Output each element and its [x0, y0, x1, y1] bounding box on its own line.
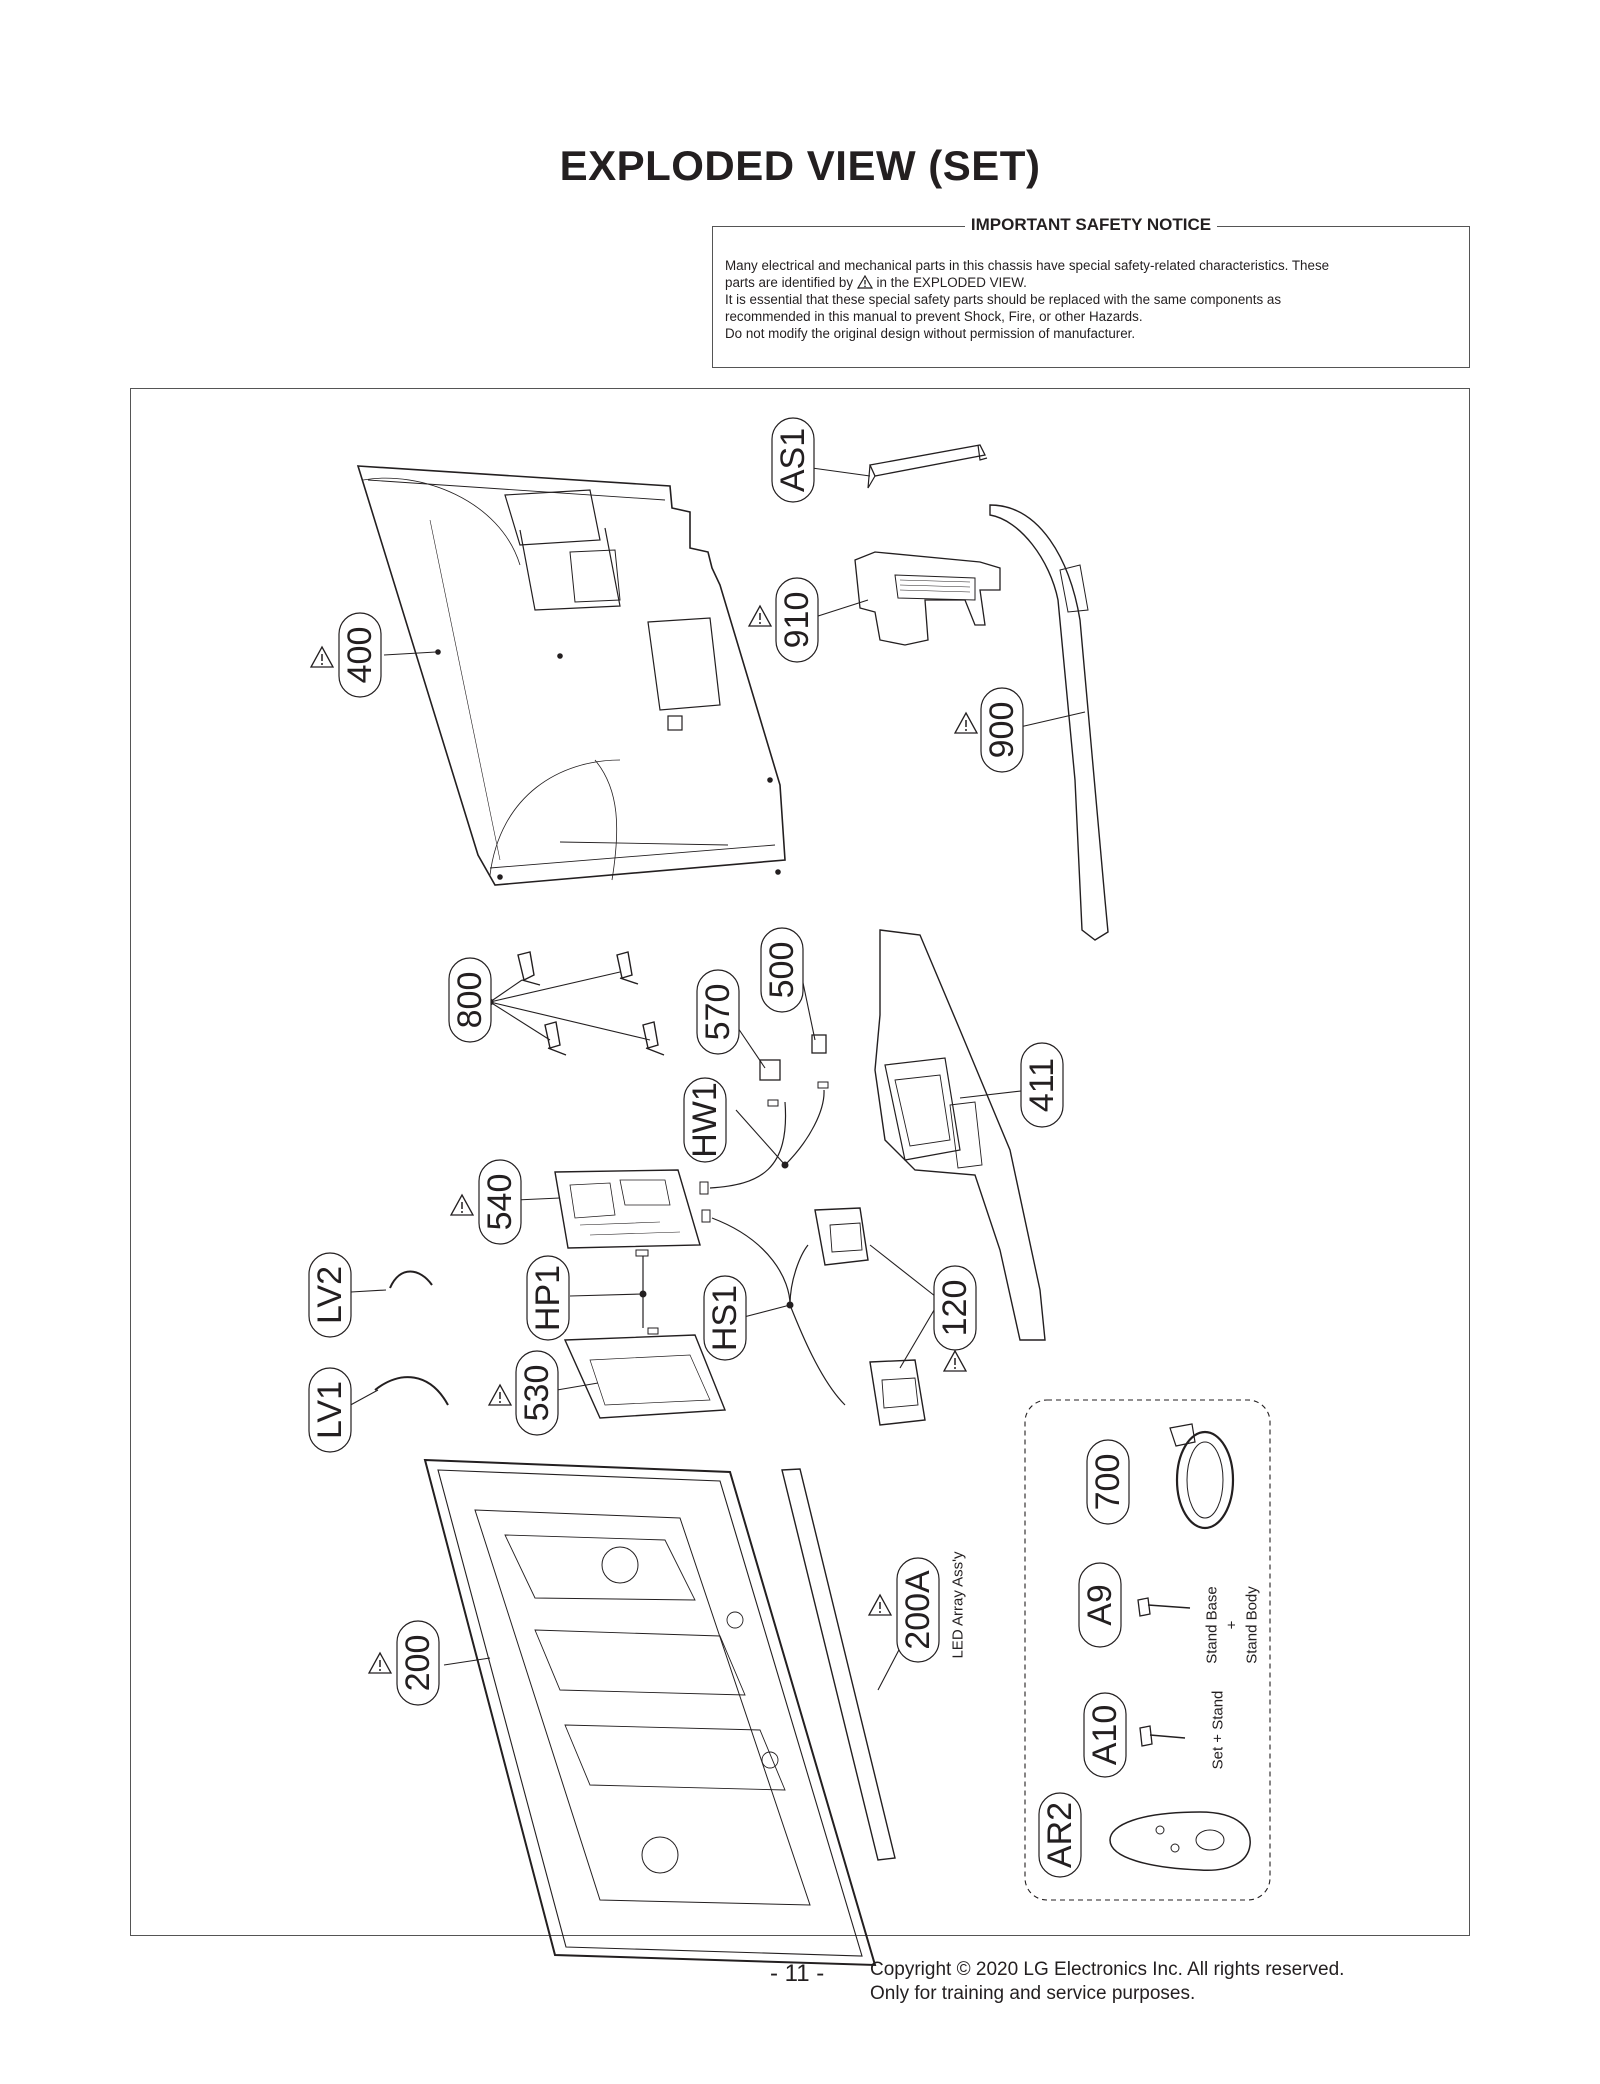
footer-copyright: Copyright © 2020 LG Electronics Inc. All…	[870, 1958, 1344, 2006]
label-700: 700	[1086, 1439, 1130, 1525]
svg-text:A9: A9	[1081, 1584, 1119, 1626]
safety-notice-title: IMPORTANT SAFETY NOTICE	[964, 215, 1218, 234]
svg-text:AR2: AR2	[1041, 1802, 1079, 1868]
svg-text:A10: A10	[1086, 1705, 1124, 1766]
svg-text:500: 500	[763, 942, 801, 999]
svg-text:HW1: HW1	[686, 1082, 724, 1158]
back-cover-drawing	[356, 465, 786, 886]
label-800: 800	[448, 957, 492, 1043]
svg-text:HS1: HS1	[706, 1285, 744, 1351]
led-array-note: LED Array Ass'y	[950, 1551, 967, 1659]
svg-text:700: 700	[1089, 1454, 1127, 1511]
label-as1: AS1	[771, 417, 815, 503]
svg-text:910: 910	[778, 592, 816, 649]
label-120: 120	[933, 1265, 977, 1351]
safety-notice-body: Many electrical and mechanical parts in …	[725, 257, 1459, 342]
safety-warning-icon	[856, 275, 873, 289]
label-200a: 200A	[896, 1557, 940, 1663]
svg-text:400: 400	[341, 627, 379, 684]
svg-text:540: 540	[481, 1174, 519, 1231]
page-number: - 11 -	[770, 1960, 825, 1987]
svg-text:HP1: HP1	[529, 1265, 567, 1331]
plus-note: +	[1224, 1620, 1241, 1629]
diagram-frame	[130, 388, 1470, 1936]
svg-text:570: 570	[699, 984, 737, 1041]
notice-line-2a: parts are identified by	[725, 275, 854, 290]
label-500: 500	[760, 927, 804, 1013]
stand-body-note: Stand Body	[1244, 1586, 1261, 1664]
usage-line: Only for training and service purposes.	[870, 1983, 1196, 2004]
label-400: 400	[338, 612, 382, 698]
svg-text:800: 800	[451, 972, 489, 1029]
label-hw1: HW1	[683, 1077, 727, 1163]
label-lv2: LV2	[308, 1252, 352, 1338]
svg-text:900: 900	[983, 702, 1021, 759]
svg-text:LV1: LV1	[311, 1381, 349, 1439]
label-hs1: HS1	[703, 1275, 747, 1361]
label-a10: A10	[1083, 1692, 1127, 1778]
label-540: 540	[478, 1159, 522, 1245]
svg-text:411: 411	[1023, 1058, 1061, 1112]
label-910: 910	[775, 577, 819, 663]
label-hp1: HP1	[526, 1255, 570, 1341]
label-lv1: LV1	[308, 1367, 352, 1453]
label-570: 570	[696, 969, 740, 1055]
label-200: 200	[396, 1620, 440, 1706]
svg-text:200A: 200A	[899, 1570, 937, 1650]
notice-line-5: Do not modify the original design withou…	[725, 326, 1136, 341]
safety-warning-icons	[310, 605, 978, 1674]
notice-line-3: It is essential that these special safet…	[725, 292, 1282, 307]
svg-text:200: 200	[399, 1635, 437, 1692]
svg-text:530: 530	[518, 1365, 556, 1422]
set-stand-note: Set + Stand	[1210, 1691, 1227, 1770]
label-900: 900	[980, 687, 1024, 773]
safety-notice-box: IMPORTANT SAFETY NOTICE Many electrical …	[712, 215, 1470, 368]
svg-text:LV2: LV2	[311, 1266, 349, 1324]
label-ar2: AR2	[1038, 1792, 1082, 1878]
label-530: 530	[515, 1350, 559, 1436]
notice-line-1: Many electrical and mechanical parts in …	[725, 258, 1330, 273]
label-a9: A9	[1078, 1562, 1122, 1648]
stand-base-note: Stand Base	[1204, 1586, 1221, 1664]
page-title: EXPLODED VIEW (SET)	[559, 142, 1041, 189]
notice-line-4: recommended in this manual to prevent Sh…	[725, 309, 1143, 324]
label-411: 411	[1020, 1042, 1064, 1128]
svg-text:AS1: AS1	[774, 428, 812, 492]
lcd-module-drawing	[423, 1458, 877, 1967]
notice-line-2b: in the EXPLODED VIEW.	[876, 275, 1027, 290]
copyright-line: Copyright © 2020 LG Electronics Inc. All…	[870, 1959, 1345, 1980]
svg-text:120: 120	[936, 1280, 974, 1337]
notice-line-2: parts are identified by in the EXPLODED …	[725, 274, 1459, 291]
